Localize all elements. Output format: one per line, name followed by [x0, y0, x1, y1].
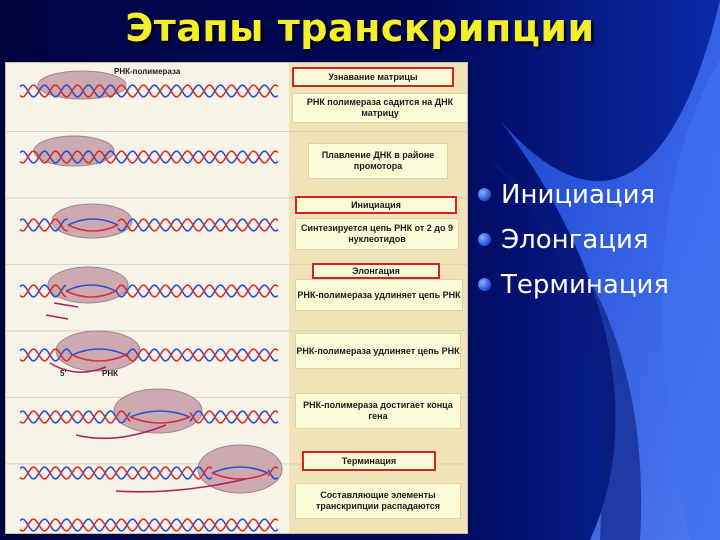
page-title: Этапы транскрипции — [125, 6, 595, 50]
dna-strand-red — [189, 410, 279, 424]
dna-strand-red — [19, 150, 279, 164]
stage-heading-label: Терминация — [302, 451, 436, 471]
stage-description-label: Составляющие элементы транскрипции распа… — [295, 483, 461, 519]
dna-strand-red-open — [65, 290, 117, 298]
dna-strand-blue-open — [71, 348, 127, 356]
dna-strand-red-open — [71, 354, 127, 362]
dna-strand-blue — [117, 218, 279, 232]
bullet-list: Инициация Элонгация Терминация — [478, 172, 669, 307]
dna-strand-blue-open — [67, 218, 119, 226]
dna-strand-red — [19, 348, 73, 362]
stage-description-label: РНК-полимераза достигает конца гена — [295, 393, 461, 429]
bullet-text: Инициация — [501, 179, 656, 210]
bullet-text: Терминация — [501, 269, 670, 300]
stage-heading-label: Инициация — [295, 196, 457, 214]
stage-description-label: РНК полимераза садится на ДНК матрицу — [292, 93, 467, 123]
rna-fragment — [53, 302, 79, 308]
dna-strand-red — [19, 218, 69, 232]
dna-strand-red — [19, 284, 67, 298]
five-prime-label: 5' — [60, 369, 67, 378]
rna-polymerase-label: РНК-полимераза — [114, 67, 181, 76]
dna-strand-blue-open — [65, 284, 117, 292]
dna-strand-blue — [19, 348, 73, 362]
dna-strand-red — [115, 284, 279, 298]
bullet-icon — [478, 233, 491, 246]
stage-heading-label: Элонгация — [312, 263, 440, 279]
bullet-item: Инициация — [478, 172, 669, 217]
dna-strand-red — [117, 218, 279, 232]
stage-description-label: РНК-полимераза удлиняет цепь РНК — [295, 333, 461, 369]
rna-fragment — [45, 314, 69, 320]
dna-strand-blue — [125, 348, 279, 362]
rna-chain — [75, 424, 167, 440]
dna-strand-blue-open — [129, 410, 191, 418]
dna-strand-red-open — [67, 224, 119, 232]
dna-strand-red — [19, 466, 213, 480]
stage-description-label: Плавление ДНК в районе промотора — [308, 143, 448, 179]
dna-strand-blue-open — [211, 466, 269, 474]
dna-strand-blue — [19, 410, 131, 424]
rna-chain — [115, 478, 247, 493]
bullet-text: Элонгация — [501, 224, 649, 255]
bullet-icon — [478, 278, 491, 291]
dna-strand-red-open — [211, 472, 269, 480]
stage-description-label: Синтезируется цепь РНК от 2 до 9 нуклеот… — [295, 218, 459, 250]
stage-heading-label: Узнавание матрицы — [292, 67, 454, 87]
dna-strand-red — [19, 518, 279, 532]
rna-label: РНК — [102, 369, 118, 378]
bullet-item: Элонгация — [478, 217, 669, 262]
dna-strand-red — [19, 84, 279, 98]
dna-strand-blue — [189, 410, 279, 424]
rna-polymerase-shape — [197, 444, 283, 494]
dna-strand-red-open — [129, 416, 191, 424]
rna-chain — [49, 362, 107, 373]
dna-strand-blue — [115, 284, 279, 298]
bullet-icon — [478, 188, 491, 201]
bullet-item: Терминация — [478, 262, 669, 307]
stage-description-label: РНК-полимераза удлиняет цепь РНК — [295, 279, 463, 311]
dna-strand-red — [19, 410, 131, 424]
dna-strand-red — [267, 466, 279, 477]
dna-strand-red — [125, 348, 279, 362]
